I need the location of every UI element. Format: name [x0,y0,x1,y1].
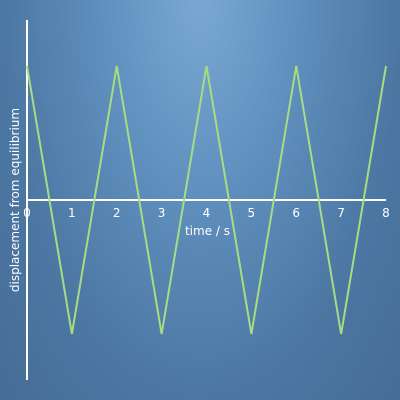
x-tick-label: 2 [113,206,121,220]
x-tick-label: 0 [23,206,31,220]
x-tick-label: 6 [292,206,300,220]
series-line [26,65,387,335]
x-axis-title: time / s [185,224,230,238]
x-tick-label: 3 [158,206,166,220]
y-axis-title: displacement from equilibrium [8,108,22,292]
x-tick-label: 4 [203,206,211,220]
x-tick-label: 1 [68,206,76,220]
x-tick-label: 5 [248,206,256,220]
x-tick-label: 7 [337,206,345,220]
x-tick-labels: 0 1 2 3 4 5 6 7 8 [23,206,390,220]
x-tick-label: 8 [382,206,390,220]
